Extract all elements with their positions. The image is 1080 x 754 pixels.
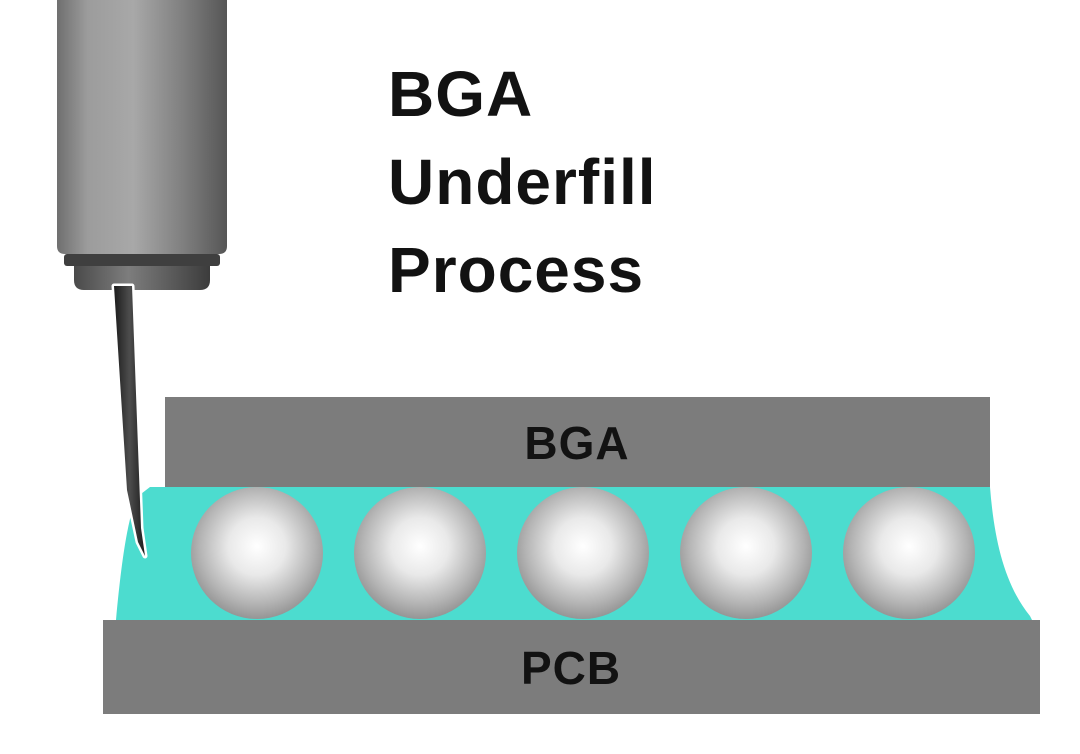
solder-ball bbox=[680, 487, 812, 619]
dispenser-collar bbox=[64, 254, 220, 266]
dispenser-body bbox=[57, 0, 227, 254]
solder-ball bbox=[843, 487, 975, 619]
dispenser-cap bbox=[74, 266, 210, 290]
bga-chip-label: BGA bbox=[524, 417, 629, 469]
title-line: BGA bbox=[388, 58, 534, 130]
title-line: Underfill bbox=[388, 146, 657, 218]
pcb-board bbox=[103, 620, 1040, 714]
pcb-board-label: PCB bbox=[521, 642, 621, 694]
dispenser-needle-icon bbox=[111, 283, 148, 559]
solder-ball bbox=[354, 487, 486, 619]
diagram-title: BGA Underfill Process bbox=[388, 50, 657, 314]
bga-chip bbox=[165, 397, 990, 487]
solder-ball bbox=[517, 487, 649, 619]
solder-ball bbox=[191, 487, 323, 619]
title-line: Process bbox=[388, 234, 645, 306]
